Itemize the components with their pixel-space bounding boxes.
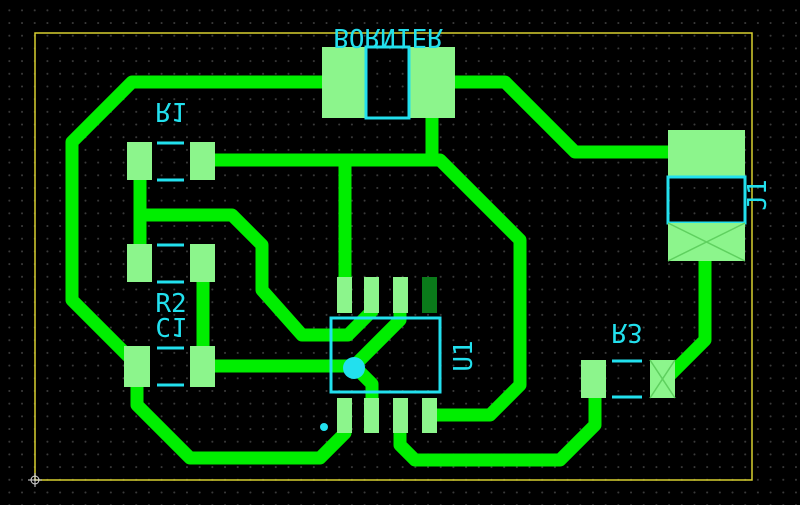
c1-label: C1: [155, 311, 186, 341]
trace[interactable]: [393, 383, 602, 467]
pad[interactable]: [422, 398, 437, 433]
pad[interactable]: [337, 277, 352, 313]
r2-label: R2: [155, 289, 186, 319]
u1-label: U1: [449, 340, 479, 371]
pad[interactable]: [581, 360, 606, 398]
bornier-label: BORNIER: [333, 22, 443, 52]
pad[interactable]: [410, 47, 455, 118]
pad[interactable]: [127, 244, 152, 282]
pin1-marker-icon: [320, 423, 328, 431]
pad[interactable]: [190, 346, 215, 387]
u1-ic[interactable]: [320, 277, 442, 433]
r1-resistor[interactable]: [127, 141, 215, 182]
bornier-connector[interactable]: [322, 45, 455, 120]
silkscreen-outline: [329, 316, 442, 394]
silkscreen-outline: [666, 175, 747, 225]
pad[interactable]: [124, 346, 150, 387]
trace[interactable]: [203, 153, 527, 422]
r1-label: R1: [155, 96, 186, 126]
c1-capacitor[interactable]: [124, 346, 215, 387]
board-outline: [34, 32, 753, 481]
pad[interactable]: [668, 130, 745, 177]
pad[interactable]: [322, 47, 365, 118]
pad[interactable]: [393, 398, 408, 433]
silkscreen-outline: [364, 45, 411, 120]
pad[interactable]: [393, 277, 408, 313]
r3-resistor[interactable]: [581, 359, 676, 399]
pad[interactable]: [190, 142, 215, 180]
trace[interactable]: [65, 75, 337, 367]
via[interactable]: [343, 357, 365, 379]
traces: [65, 75, 712, 467]
j1-label: J1: [743, 179, 773, 210]
pad[interactable]: [127, 142, 152, 180]
trace[interactable]: [443, 75, 687, 159]
trace[interactable]: [133, 208, 379, 342]
j1-connector[interactable]: [666, 130, 747, 262]
trace[interactable]: [658, 248, 712, 387]
r3-label: R3: [611, 317, 642, 347]
pad[interactable]: [364, 277, 379, 313]
pad[interactable]: [422, 277, 437, 313]
pad[interactable]: [190, 244, 215, 282]
cross-mark-icon: [667, 222, 746, 262]
trace[interactable]: [130, 373, 352, 465]
r2-resistor[interactable]: [127, 243, 215, 284]
pad[interactable]: [337, 398, 352, 433]
cross-mark-icon: [649, 359, 676, 399]
pad[interactable]: [364, 398, 379, 433]
origin-marker: [28, 473, 42, 487]
